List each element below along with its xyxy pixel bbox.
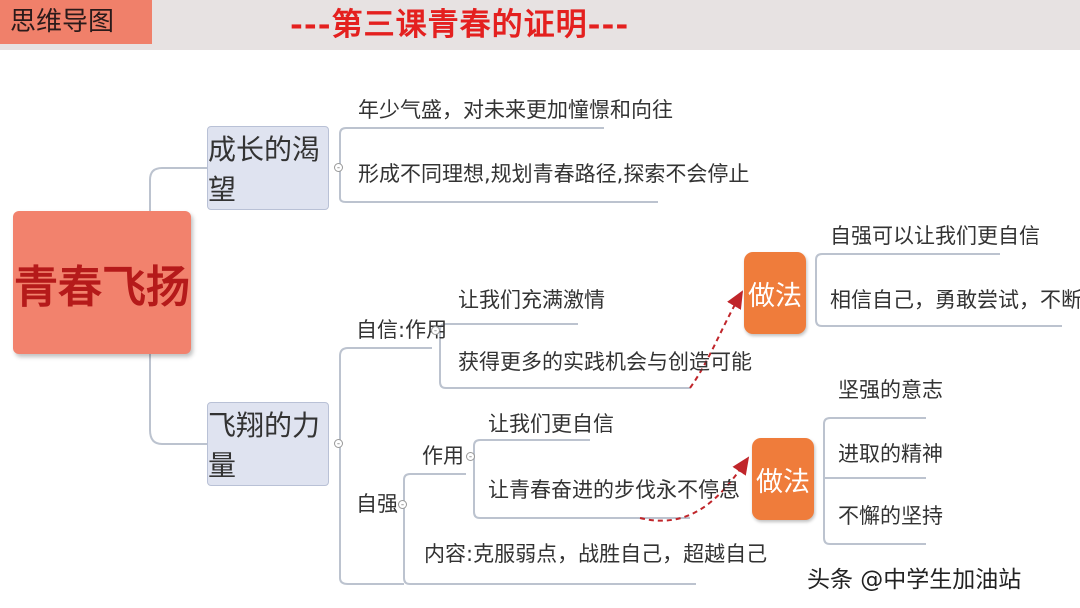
action-node-confidence[interactable]: 做法	[744, 252, 806, 334]
collapse-icon[interactable]: -	[431, 326, 440, 336]
role-item-1: 让我们更自信	[488, 412, 614, 436]
header-bar	[0, 0, 1080, 50]
collapse-icon[interactable]: -	[334, 163, 343, 173]
action1-item-1: 自强可以让我们更自信	[830, 224, 1040, 248]
action-node-self-strength[interactable]: 做法	[752, 438, 814, 520]
action2-item-2: 进取的精神	[838, 442, 943, 466]
self-strength-content: 内容:克服弱点，战胜自己，超越自己	[424, 542, 768, 566]
branch-flying-power[interactable]: 飞翔的力量	[207, 402, 329, 486]
watermark: 头条 @中学生加油站	[807, 567, 1022, 593]
collapse-icon[interactable]: -	[334, 439, 343, 449]
action2-item-1: 坚强的意志	[838, 378, 943, 402]
mindmap-tag: 思维导图	[0, 0, 152, 44]
action2-item-3: 不懈的坚持	[838, 504, 943, 528]
collapse-icon[interactable]: -	[466, 452, 475, 462]
confidence-item-1: 让我们充满激情	[458, 288, 605, 312]
role-item-2: 让青春奋进的步伐永不停息	[488, 478, 740, 502]
root-node[interactable]: 青春飞扬	[13, 211, 191, 354]
self-strength-label[interactable]: 自强	[356, 492, 398, 516]
collapse-icon[interactable]: -	[398, 500, 407, 510]
growth-item-2: 形成不同理想,规划青春路径,探索不会停止	[358, 162, 750, 186]
action1-item-2: 相信自己，勇敢尝试，不断进步	[830, 288, 1080, 312]
growth-item-1: 年少气盛，对未来更加憧憬和向往	[358, 98, 673, 122]
confidence-item-2: 获得更多的实践机会与创造可能	[458, 350, 752, 374]
role-label[interactable]: 作用	[422, 444, 464, 468]
branch-growth-desire[interactable]: 成长的渴望	[207, 126, 329, 210]
page-title: ---第三课青春的证明---	[290, 7, 630, 43]
